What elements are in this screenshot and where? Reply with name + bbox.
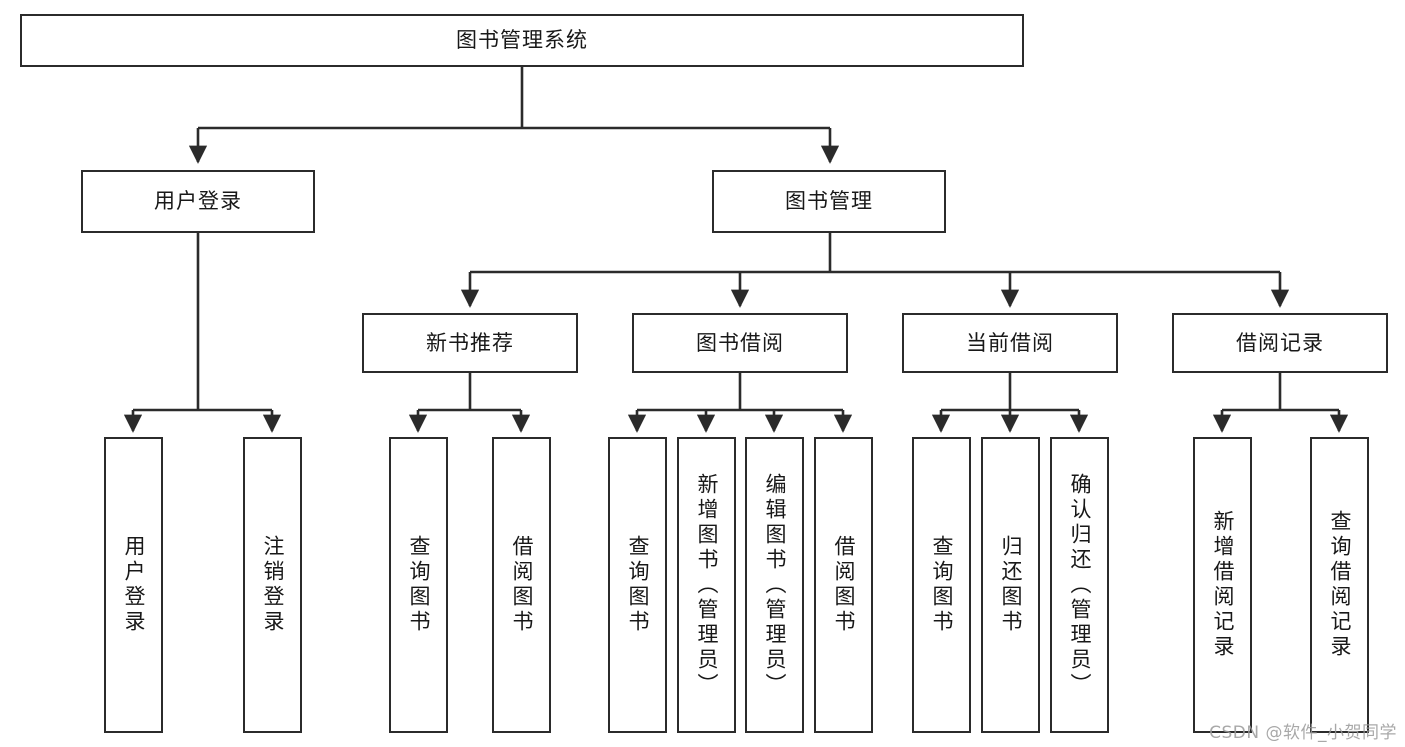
node-label: 图书借阅 xyxy=(696,330,784,355)
node-root-system[interactable]: 图书管理系统 xyxy=(20,14,1024,67)
leaf-label: 借阅图书 xyxy=(832,535,856,635)
node-book-management[interactable]: 图书管理 xyxy=(712,170,946,233)
leaf-label: 查询图书 xyxy=(930,535,954,635)
node-label: 用户登录 xyxy=(154,189,242,214)
leaf-user-logout[interactable]: 注销登录 xyxy=(243,437,302,733)
leaf-borrow-book-recommend[interactable]: 借阅图书 xyxy=(492,437,551,733)
leaf-label: 查询图书 xyxy=(626,535,650,635)
leaf-label: 新增图书（管理员） xyxy=(695,472,719,698)
node-label: 新书推荐 xyxy=(426,330,514,355)
leaf-add-borrow-record[interactable]: 新增借阅记录 xyxy=(1193,437,1252,733)
leaf-user-login[interactable]: 用户登录 xyxy=(104,437,163,733)
leaf-query-book-recommend[interactable]: 查询图书 xyxy=(389,437,448,733)
node-user-login[interactable]: 用户登录 xyxy=(81,170,315,233)
leaf-label: 借阅图书 xyxy=(510,535,534,635)
node-label: 当前借阅 xyxy=(966,330,1054,355)
leaf-label: 确认归还（管理员） xyxy=(1068,472,1092,698)
node-new-book-recommend[interactable]: 新书推荐 xyxy=(362,313,578,373)
leaf-label: 用户登录 xyxy=(122,535,146,635)
leaf-query-borrow-record[interactable]: 查询借阅记录 xyxy=(1310,437,1369,733)
leaf-edit-book-admin[interactable]: 编辑图书（管理员） xyxy=(745,437,804,733)
leaf-add-book-admin[interactable]: 新增图书（管理员） xyxy=(677,437,736,733)
leaf-label: 新增借阅记录 xyxy=(1211,510,1235,660)
watermark-text: CSDN @软件_小贺同学 xyxy=(1209,723,1397,743)
leaf-query-book-borrow[interactable]: 查询图书 xyxy=(608,437,667,733)
node-label: 图书管理系统 xyxy=(456,28,588,53)
node-current-borrow[interactable]: 当前借阅 xyxy=(902,313,1118,373)
leaf-label: 注销登录 xyxy=(261,535,285,635)
node-label: 借阅记录 xyxy=(1236,330,1324,355)
leaf-label: 查询借阅记录 xyxy=(1328,510,1352,660)
node-book-borrow[interactable]: 图书借阅 xyxy=(632,313,848,373)
leaf-borrow-book[interactable]: 借阅图书 xyxy=(814,437,873,733)
leaf-query-book-current[interactable]: 查询图书 xyxy=(912,437,971,733)
leaf-confirm-return-admin[interactable]: 确认归还（管理员） xyxy=(1050,437,1109,733)
node-label: 图书管理 xyxy=(785,189,873,214)
node-borrow-records[interactable]: 借阅记录 xyxy=(1172,313,1388,373)
leaf-return-book[interactable]: 归还图书 xyxy=(981,437,1040,733)
leaf-label: 归还图书 xyxy=(999,535,1023,635)
leaf-label: 编辑图书（管理员） xyxy=(763,472,787,698)
leaf-label: 查询图书 xyxy=(407,535,431,635)
